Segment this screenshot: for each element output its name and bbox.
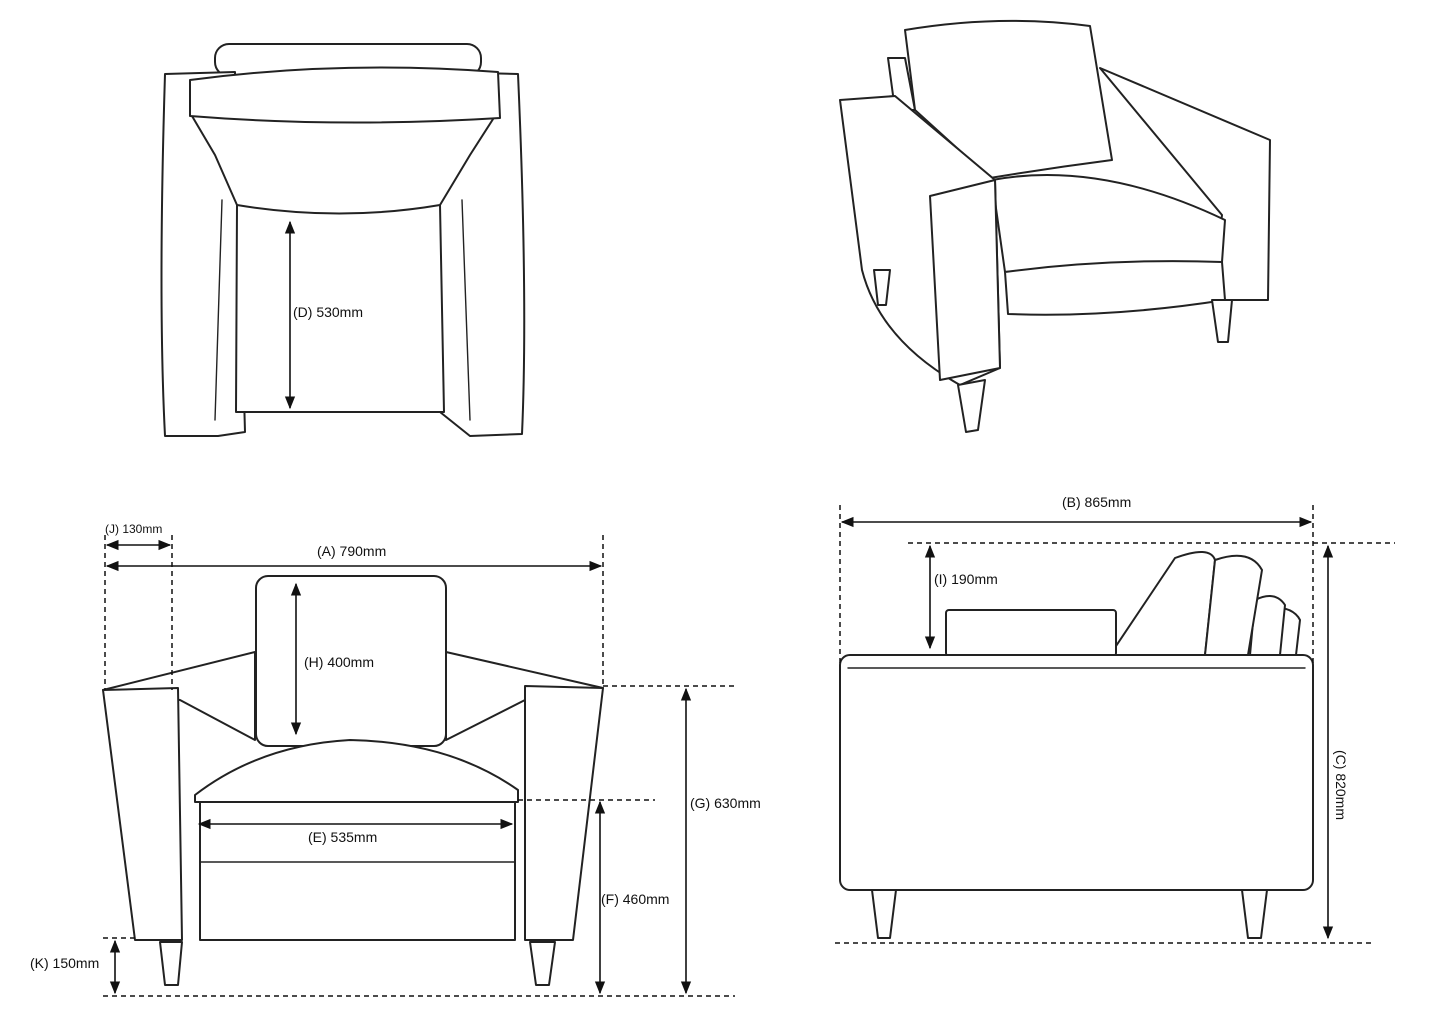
dimension-d-label: (D) 530mm [293,304,363,320]
dimension-c-label: (C) 820mm [1333,750,1349,820]
front-view: (J) 130mm (A) 790mm (H) 400mm (E) 535mm … [30,522,761,997]
dimension-g-label: (G) 630mm [690,795,761,811]
dimension-e-label: (E) 535mm [308,829,377,845]
dimension-a-label: (A) 790mm [317,543,386,559]
dimension-i-label: (I) 190mm [934,571,998,587]
dimension-h-label: (H) 400mm [304,654,374,670]
dimension-f-label: (F) 460mm [601,891,669,907]
dimension-b-label: (B) 865mm [1062,494,1131,510]
top-view: (D) 530mm [160,43,526,437]
dimension-k-label: (K) 150mm [30,955,99,971]
side-view: (B) 865mm (I) 190mm (C) 820mm [835,494,1395,944]
perspective-view [839,19,1271,433]
dimension-j-label: (J) 130mm [105,522,162,536]
